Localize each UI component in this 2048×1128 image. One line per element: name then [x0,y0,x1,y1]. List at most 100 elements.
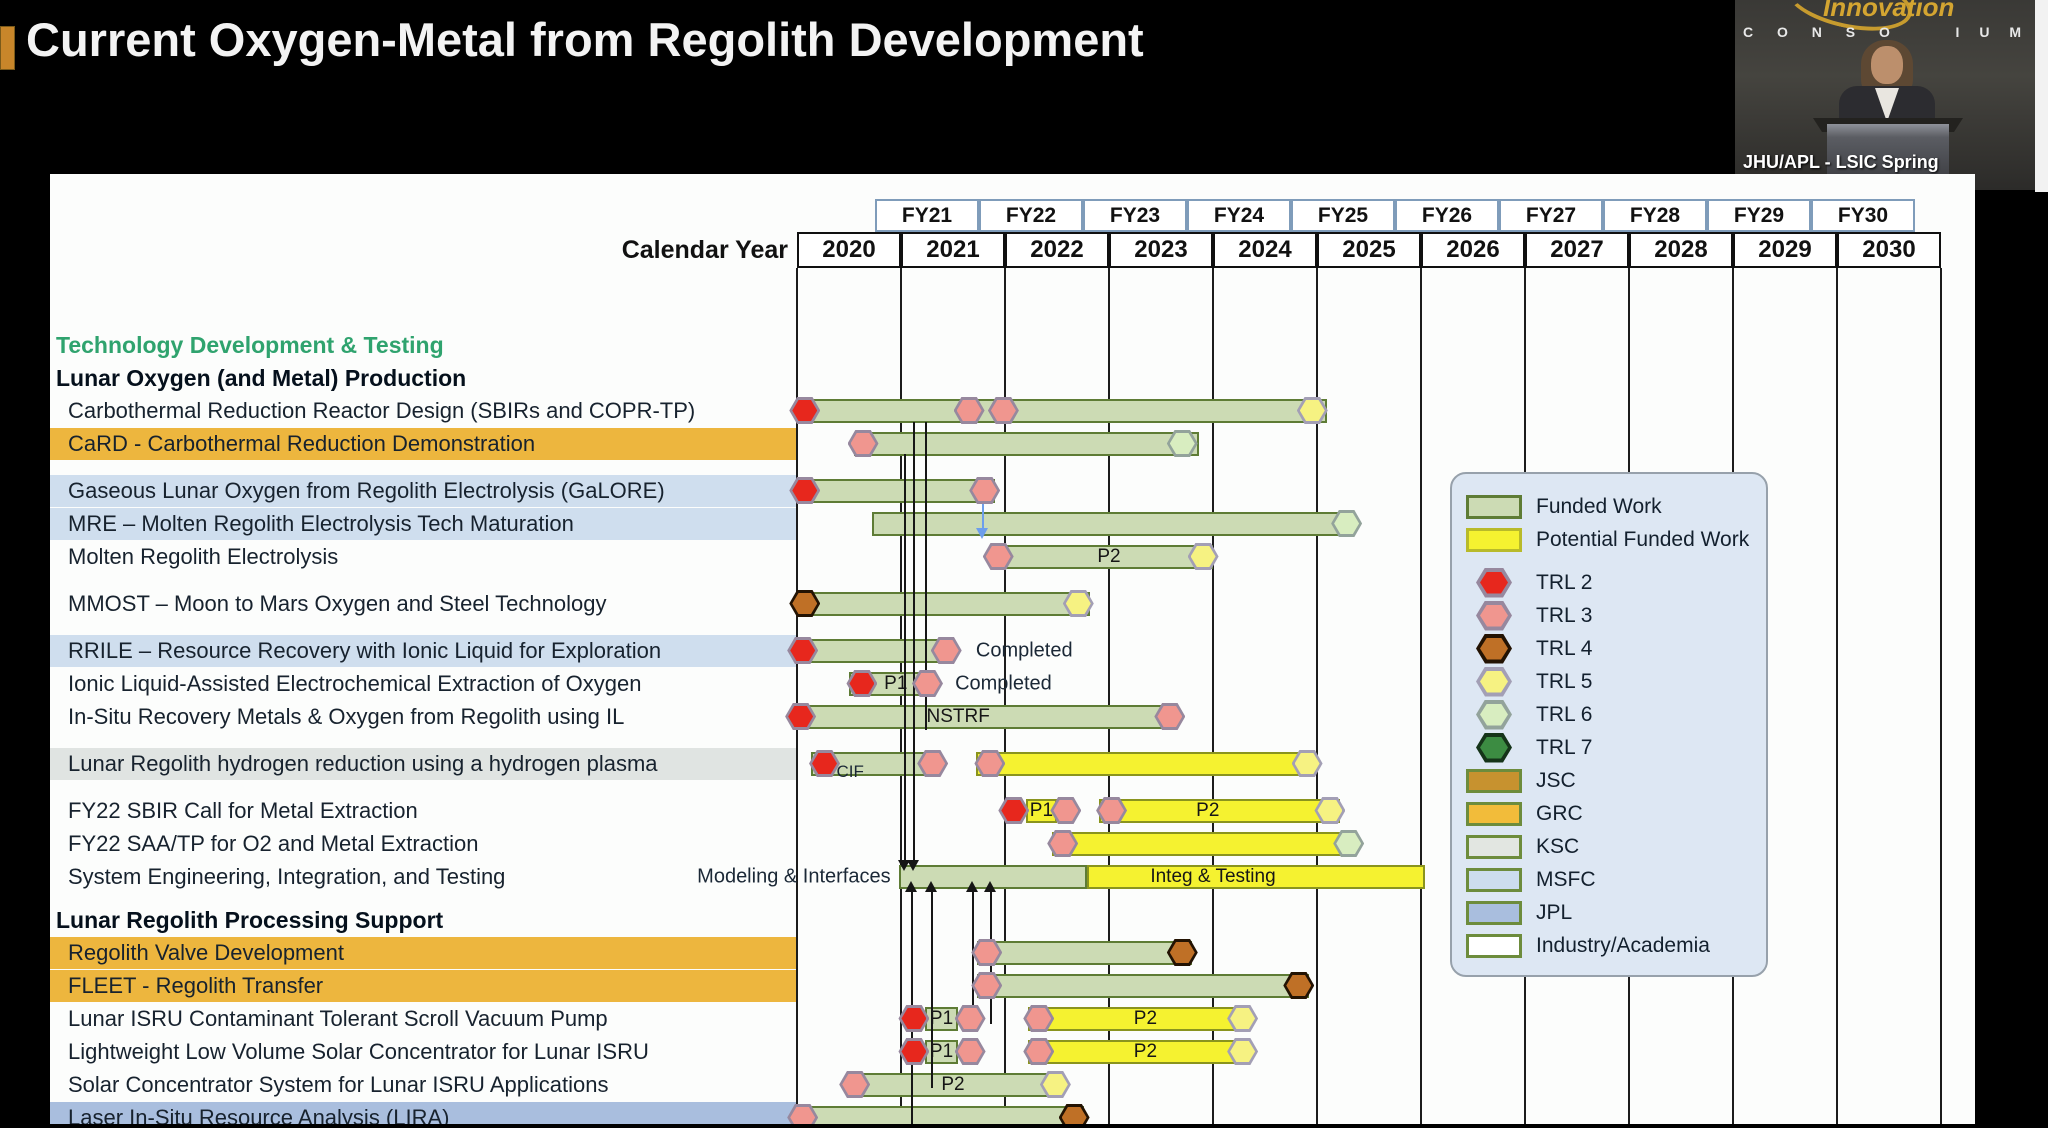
year-gridline [900,268,902,1124]
trl-marker-fill [972,480,998,501]
gantt-bar-potential [1027,1007,1252,1031]
trl-marker-hex [785,703,817,730]
year-gridline [1004,268,1006,1124]
legend-swatch-potential [1466,527,1522,552]
legend-swatch-jpl [1466,900,1522,925]
legend-swatch-trl4 [1466,633,1522,664]
task-label: System Engineering, Integration, and Tes… [68,864,506,889]
calendar-year-cell: 2028 [1629,232,1733,268]
bar-label: P1 [929,1041,954,1062]
legend-item: TRL 3 [1466,599,1766,632]
task-label: FY22 SBIR Call for Metal Extraction [68,798,418,823]
legend-item: MSFC [1466,863,1766,896]
trl-marker-fill [790,1107,816,1124]
calendar-year-cell: 2026 [1421,232,1525,268]
trl-marker-hex [787,1104,819,1124]
legend-label: TRL 3 [1536,603,1593,627]
legend-rect-jpl [1466,900,1522,925]
fiscal-year-cell: FY24 [1187,199,1291,232]
trl-marker-fill [1317,800,1343,821]
fiscal-year-cell: FY26 [1395,199,1499,232]
trl-marker-hex [930,637,962,664]
task-row-band [50,508,797,540]
trl-marker-hex [971,972,1003,999]
legend-item: JSC [1466,764,1766,797]
dependency-arrowhead [976,528,988,539]
dependency-arrowhead [925,881,937,892]
trl-marker-hex [1058,1104,1090,1124]
trl-marker-fill [1169,433,1195,454]
trl-marker-fill [1230,1041,1256,1062]
trl-marker-fill [920,753,946,774]
dependency-arrow [972,892,974,1024]
presenter-video-thumbnail: Innovation C O N S O I U M JHU/APL - LSI… [1735,0,2035,190]
legend-hex-fill [1480,736,1508,759]
trl-marker-fill [1099,800,1125,821]
trl-marker-hex [954,1038,986,1065]
task-row-band [50,937,797,969]
legend-hex-trl5 [1476,666,1512,697]
dependency-arrowhead [905,881,917,892]
fiscal-year-cell: FY30 [1811,199,1915,232]
trl-marker-hex [987,397,1019,424]
bar-label: P1 [884,673,908,694]
gantt-bar-funded [797,705,1178,729]
calendar-year-cell: 2029 [1733,232,1837,268]
legend-rect-funded [1466,494,1522,519]
gantt-bar-potential [1087,865,1426,889]
dependency-arrow [904,454,906,860]
trl-marker-hex [846,670,878,697]
legend-hex-trl3 [1476,600,1512,631]
trl-marker-fill [792,480,818,501]
dependency-arrowhead [984,881,996,892]
legend-swatch-trl2 [1466,567,1522,598]
task-row-band [50,970,797,1002]
calendar-year-cell: 2023 [1109,232,1213,268]
trl-marker-hex [839,1071,871,1098]
legend-swatch-funded [1466,494,1522,519]
trl-marker-fill [1026,1041,1052,1062]
trl-marker-fill [956,400,982,421]
trl-marker-hex [898,1038,930,1065]
year-gridline [1420,268,1422,1124]
task-label: Lunar Regolith hydrogen reduction using … [68,751,658,776]
legend-item: TRL 6 [1466,698,1766,731]
legend-item: Industry/Academia [1466,929,1766,962]
legend-hex-trl4 [1476,633,1512,664]
trl-marker-fill [1001,800,1027,821]
task-label: Laser In-Situ Resource Analysis (LIRA) [68,1105,450,1124]
trl-marker-fill [1294,753,1320,774]
fiscal-year-cell: FY22 [979,199,1083,232]
trl-marker-fill [915,673,940,694]
legend-item: Potential Funded Work [1466,523,1766,556]
trl-marker-hex [917,750,949,777]
legend-label: Funded Work [1536,494,1662,518]
trl-marker-fill [1157,706,1183,727]
legend-label: TRL 4 [1536,636,1593,660]
trl-marker-hex [789,477,821,504]
legend-swatch-ksc [1466,834,1522,859]
gantt-bar-funded [990,545,1213,569]
legend-swatch-jsc [1466,768,1522,793]
trl-marker-fill [974,942,1000,963]
legend-label: Industry/Academia [1536,933,1710,957]
calendar-year-cell: 2024 [1213,232,1317,268]
trl-marker-fill [977,753,1003,774]
legend-item: GRC [1466,797,1766,830]
trl-marker-hex [982,543,1014,570]
trl-marker-hex [912,670,943,697]
task-label: Ionic Liquid-Assisted Electrochemical Ex… [68,671,642,696]
trl-marker-fill [901,1041,927,1062]
gantt-bar-funded [797,639,953,663]
legend-item: Funded Work [1466,490,1766,523]
task-row-band [50,428,797,460]
task-label: Lunar ISRU Contaminant Tolerant Scroll V… [68,1006,608,1031]
backdrop-letters-right: I U M [1955,24,2029,40]
bar-label: P1 [929,1008,954,1029]
gantt-bar-funded [924,1040,959,1064]
legend-hex-fill [1480,604,1508,627]
bar-label: P2 [1196,800,1220,821]
trl-marker-fill [842,1074,868,1095]
